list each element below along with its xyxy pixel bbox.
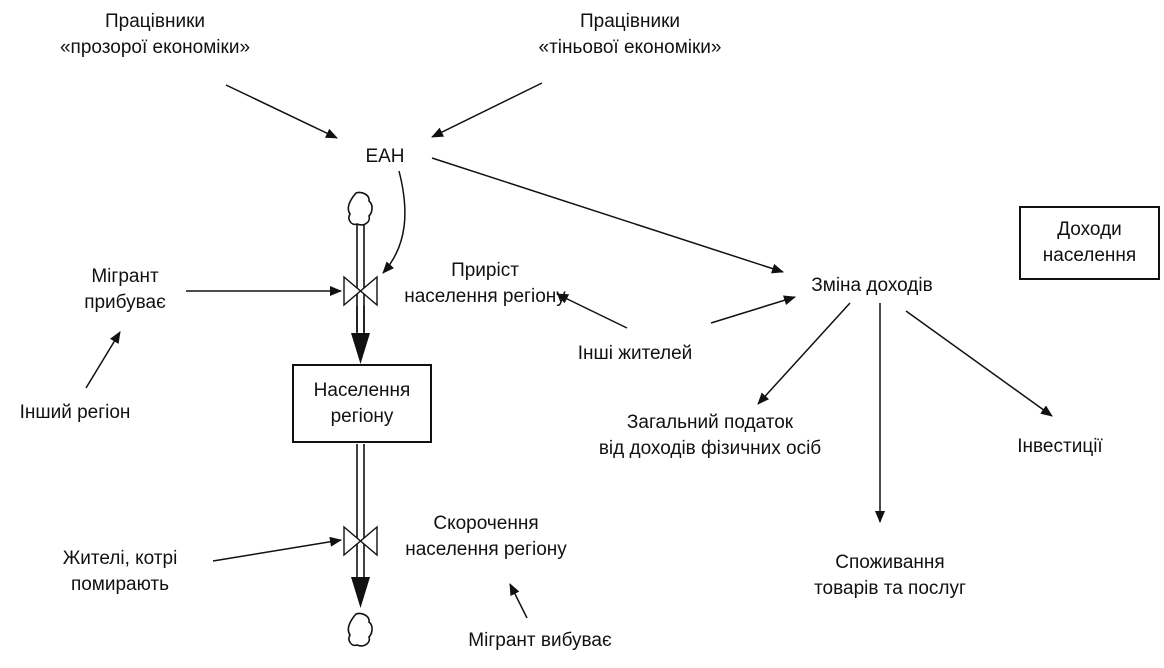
migrant-arriving-line2: прибуває xyxy=(84,292,166,313)
income-tax-line2: від доходів фізичних осіб xyxy=(598,438,822,459)
dying-residents-line1: Жителі, котрі xyxy=(62,548,178,569)
household-income-stock: Доходи населення xyxy=(1019,206,1160,280)
migrant-arriving-label: Мігрант прибуває xyxy=(70,264,180,316)
shadow-workers-label: Працівники «тіньової економіки» xyxy=(510,9,750,61)
transparent-workers-line2: «прозорої економіки» xyxy=(59,37,251,58)
investments-label: Інвестиції xyxy=(1017,436,1103,457)
inflow-pipe xyxy=(351,224,370,364)
arrow-ean-to-income-change xyxy=(431,157,784,274)
consumption-line2: товарів та послуг xyxy=(814,578,966,599)
outflow-pipe xyxy=(351,444,370,608)
growth-line2: населення регіону xyxy=(404,286,566,307)
shadow-workers-line2: «тіньової економіки» xyxy=(538,37,722,58)
reduction-label: Скорочення населення регіону xyxy=(386,511,586,563)
income-tax-line1: Загальний податок xyxy=(626,412,794,433)
arrow-income-to-investments xyxy=(905,310,1053,417)
sink-cloud-icon xyxy=(347,612,373,647)
arrow-shadow-to-ean xyxy=(431,82,543,138)
population-line2: регіону xyxy=(330,405,394,427)
income-change-label: Зміна доходів xyxy=(811,275,933,296)
inflow-valve-icon xyxy=(343,275,378,307)
consumption-label: Споживання товарів та послуг xyxy=(790,550,990,602)
growth-line1: Приріст xyxy=(451,260,519,281)
household-income-line1: Доходи xyxy=(1057,219,1122,240)
arrow-residents-to-income-change xyxy=(710,295,796,324)
arrow-ean-to-inflow xyxy=(382,170,406,274)
population-label: Населення регіону xyxy=(314,378,411,430)
arrow-dying-to-outflow xyxy=(212,536,342,562)
arrow-residents-to-growth xyxy=(556,293,628,329)
migrant-arriving-line1: Мігрант xyxy=(91,266,159,287)
reduction-line1: Скорочення xyxy=(433,513,539,534)
outflow-valve-icon xyxy=(343,525,378,557)
other-region-label: Інший регіон xyxy=(19,402,131,423)
dying-residents-line2: помирають xyxy=(70,574,170,595)
reduction-line2: населення регіону xyxy=(405,539,567,560)
consumption-line1: Споживання xyxy=(835,552,945,573)
arrow-other-region-to-migrant xyxy=(85,331,121,389)
other-residents-label: Інші жителей xyxy=(577,343,693,364)
growth-label: Приріст населення регіону xyxy=(385,258,585,310)
source-cloud-icon xyxy=(347,191,373,226)
population-stock: Населення регіону xyxy=(292,364,432,443)
ean-label: ЕАН xyxy=(365,146,405,167)
transparent-workers-line1: Працівники xyxy=(104,11,206,32)
arrow-income-to-tax xyxy=(757,302,851,405)
arrow-migrant-leaving-to-reduction xyxy=(509,583,528,619)
population-line1: Населення xyxy=(313,379,411,401)
income-tax-label: Загальний податок від доходів фізичних о… xyxy=(570,410,850,462)
shadow-workers-line1: Працівники xyxy=(579,11,681,32)
migrant-leaving-label: Мігрант вибуває xyxy=(468,630,612,651)
transparent-workers-label: Працівники «прозорої економіки» xyxy=(35,9,275,61)
dying-residents-label: Жителі, котрі помирають xyxy=(30,546,210,598)
household-income-line2: населення xyxy=(1042,245,1137,266)
arrow-transparent-to-ean xyxy=(225,84,338,139)
household-income-label: Доходи населення xyxy=(1043,217,1136,269)
